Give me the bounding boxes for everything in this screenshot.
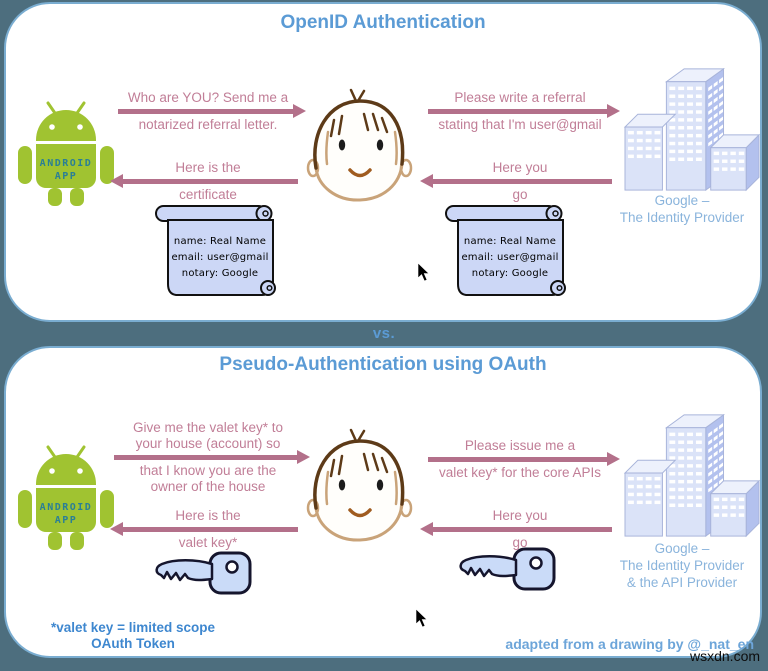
message-here-is-certificate: Here is the certificate <box>110 160 306 203</box>
vs-divider: vs. <box>372 325 396 342</box>
message-line: your house (account) so <box>135 436 281 451</box>
message-give-valet-key: Give me the valet key* to your house (ac… <box>106 420 310 495</box>
arrow-right-icon <box>114 450 310 464</box>
credit-line: adapted from a drawing by @_nat_en <box>505 636 754 652</box>
caption-line: Google – <box>654 193 710 208</box>
message-line: valet key* for the core APIs <box>438 465 602 480</box>
google-building-icon <box>624 414 760 537</box>
openid-panel: OpenID Authentication Who are YOU? Send … <box>4 2 762 322</box>
oauth-panel: Pseudo-Authentication using OAuth Give m… <box>4 346 762 658</box>
arrow-left-icon <box>110 174 298 188</box>
message-line: go <box>512 187 528 202</box>
message-line: notarized referral letter. <box>138 117 278 132</box>
message-write-referral: Please write a referral stating that I'm… <box>420 90 620 133</box>
message-line: owner of the house <box>150 479 266 494</box>
valet-key-footnote: *valet key = limited scope OAuth Token <box>30 620 236 652</box>
message-line: certificate <box>179 187 237 202</box>
message-line: Give me the valet key* to <box>132 420 284 435</box>
message-line: that I know you are the <box>139 463 277 478</box>
message-line: Who are YOU? Send me a <box>127 90 289 105</box>
valet-key-icon <box>459 547 556 591</box>
message-line: Please issue me a <box>464 438 576 453</box>
android-app-icon <box>16 101 116 206</box>
message-line: Here is the <box>175 508 241 523</box>
arrow-right-icon <box>428 452 620 466</box>
caption-line: The Identity Provider <box>619 558 745 573</box>
oauth-title: Pseudo-Authentication using OAuth <box>219 354 547 375</box>
certificate-scroll-icon <box>445 205 566 296</box>
message-line: Please write a referral <box>454 90 586 105</box>
message-line: go <box>512 535 528 550</box>
watermark: wsxdn.com <box>690 648 761 664</box>
arrow-right-icon <box>118 104 306 118</box>
message-line: valet key* <box>178 535 238 550</box>
certificate-scroll-icon <box>155 205 276 296</box>
footnote-line: *valet key = limited scope <box>51 620 215 635</box>
mouse-cursor-icon <box>415 608 428 628</box>
message-here-is-valet-key: Here is the valet key* <box>110 508 306 551</box>
arrow-left-icon <box>420 522 612 536</box>
user-face-icon <box>306 428 413 542</box>
user-face-icon <box>306 88 413 202</box>
message-line: Here is the <box>175 160 241 175</box>
message-issue-valet-key: Please issue me a valet key* for the cor… <box>420 438 620 481</box>
openid-title: OpenID Authentication <box>280 12 486 33</box>
identity-api-provider-caption: Google – The Identity Provider & the API… <box>572 540 768 591</box>
message-line: Here you <box>492 160 548 175</box>
footnote-line: OAuth Token <box>91 636 175 651</box>
message-here-you-go: Here you go <box>420 160 620 203</box>
arrow-left-icon <box>420 174 612 188</box>
arrow-left-icon <box>110 522 298 536</box>
valet-key-icon <box>155 551 252 595</box>
message-here-you-go: Here you go <box>420 508 620 551</box>
caption-line: Google – <box>654 541 710 556</box>
caption-line: & the API Provider <box>626 575 738 590</box>
message-line: Here you <box>492 508 548 523</box>
caption-line: The Identity Provider <box>619 210 745 225</box>
message-who-are-you: Who are YOU? Send me a notarized referra… <box>110 90 306 133</box>
mouse-cursor-icon <box>417 262 430 282</box>
google-building-icon <box>624 68 760 191</box>
arrow-right-icon <box>428 104 620 118</box>
message-line: stating that I'm user@gmail <box>438 117 602 132</box>
identity-provider-caption: Google – The Identity Provider <box>582 192 768 226</box>
